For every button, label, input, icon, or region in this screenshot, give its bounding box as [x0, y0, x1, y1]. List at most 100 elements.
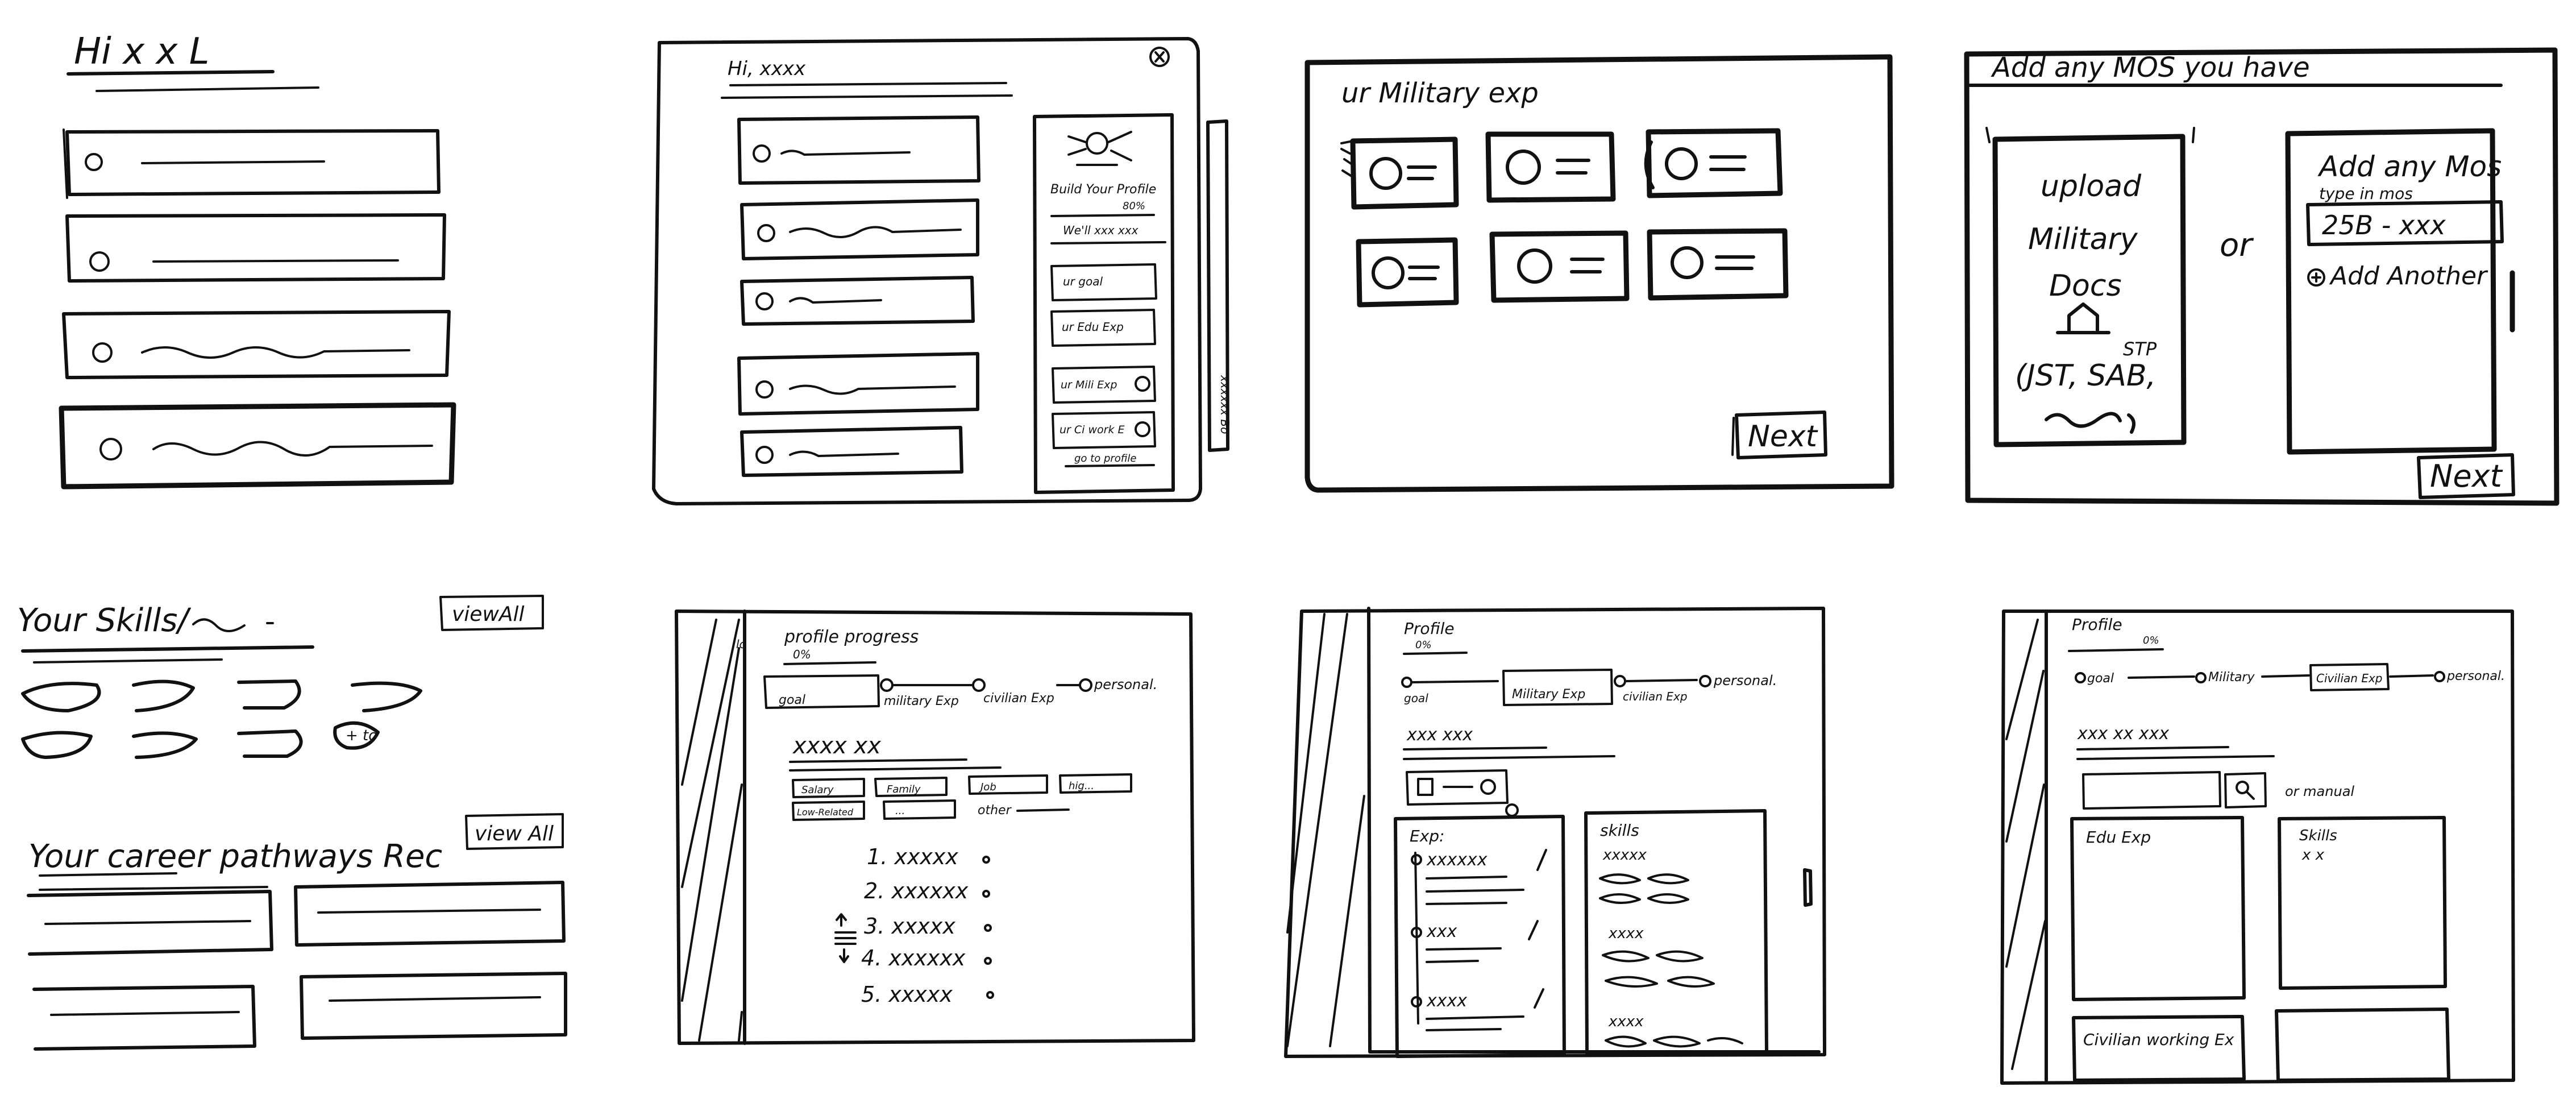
svg-text:goal: goal — [2087, 671, 2114, 686]
add-another-button[interactable]: Add Another — [2307, 262, 2488, 291]
svg-text:Military Exp: Military Exp — [1512, 687, 1585, 702]
scrollbar[interactable] — [1803, 868, 1813, 907]
pathway-card[interactable] — [32, 985, 256, 1051]
pathway-card[interactable] — [294, 881, 566, 947]
screen-title: ur Military exp — [1341, 77, 1539, 109]
svg-text:ur Edu Exp: ur Edu Exp — [1062, 320, 1124, 334]
stepper: goal Military Exp civilian Exp personal. — [1401, 669, 1777, 706]
ranked-list[interactable]: 1. xxxxx 2. xxxxxx 3. xxxxx 4. xxxxxx 5.… — [834, 844, 994, 1007]
svg-text:upload: upload — [2041, 169, 2142, 204]
next-button[interactable]: Next — [1731, 410, 1827, 459]
search-button[interactable] — [2224, 772, 2267, 808]
svg-text:ur goal: ur goal — [1063, 275, 1103, 288]
mos-chip[interactable] — [1406, 769, 1519, 817]
edu-exp-button[interactable]: ur Edu Exp — [1050, 309, 1156, 347]
profile-title: Profile — [2072, 615, 2122, 634]
mos-input[interactable]: 25B - xxx — [2306, 200, 2504, 246]
list-card[interactable] — [740, 198, 979, 260]
svg-text:Job: Job — [979, 781, 996, 793]
option-card[interactable] — [1485, 131, 1616, 203]
upload-icon — [2056, 302, 2110, 334]
svg-text:xxx: xxx — [1426, 922, 1457, 942]
pathway-card[interactable] — [300, 972, 567, 1040]
list-card[interactable] — [62, 310, 451, 379]
sketch-add-mos: Add any MOS you have upload Military Doc… — [1964, 47, 2560, 506]
list-card[interactable] — [740, 426, 963, 477]
view-all-button[interactable]: view All — [465, 813, 564, 850]
svg-text:ur Ci work E: ur Ci work E — [1060, 424, 1125, 436]
step-civilian-active[interactable] — [2309, 663, 2390, 691]
svg-text:+ to: + to — [346, 727, 377, 744]
filter-chips[interactable]: Salary Family Job hig... Low-Related ...… — [792, 773, 1132, 821]
skill-chips[interactable]: + to — [21, 679, 422, 759]
goal-button[interactable]: ur goal — [1050, 263, 1157, 301]
list-card[interactable] — [63, 128, 441, 199]
next-button[interactable]: Next — [2417, 453, 2515, 499]
svg-text:Add Another: Add Another — [2329, 262, 2488, 291]
svg-text:Add any Mos: Add any Mos — [2317, 150, 2502, 183]
section-title: xxx xx xxx — [2077, 724, 2169, 744]
screen-frame — [652, 37, 1202, 505]
or-manual-link[interactable]: or manual — [2285, 783, 2354, 799]
option-card[interactable] — [1647, 228, 1789, 301]
profile-subtitle: We'll xxx xxx — [1063, 223, 1139, 237]
list-card[interactable] — [737, 352, 979, 416]
circle-icon — [92, 342, 113, 363]
svg-text:personal.: personal. — [2446, 669, 2505, 683]
circle-icon — [89, 251, 110, 272]
option-card[interactable] — [1489, 230, 1630, 303]
svg-text:viewAll: viewAll — [452, 603, 525, 626]
civilian-exp-button[interactable]: ur Ci work E — [1052, 411, 1156, 449]
svg-text:xxxx: xxxx — [1426, 991, 1467, 1011]
view-all-button[interactable]: viewAll — [439, 595, 544, 631]
section-title: xxx xxx — [1406, 725, 1473, 745]
list-card[interactable] — [737, 115, 980, 185]
pathway-card[interactable] — [27, 890, 273, 956]
progress-bar — [1050, 214, 1155, 217]
skills-panel: skills xxxxx xxxx xxxx — [1584, 809, 1768, 1055]
stepper: goal military Exp civilian Exp personal. — [763, 674, 1157, 709]
close-icon[interactable] — [1149, 47, 1170, 67]
list-card[interactable] — [65, 213, 446, 283]
option-card[interactable] — [1340, 136, 1459, 210]
edit-icon[interactable] — [1534, 988, 1544, 1009]
svg-text:Civilian working Ex: Civilian working Ex — [2083, 1030, 2234, 1049]
list-card[interactable] — [59, 402, 456, 490]
underline — [67, 70, 275, 76]
svg-text:personal.: personal. — [1713, 673, 1777, 689]
side-drawer-tab[interactable]: xxxxxx Bo — [1206, 119, 1232, 452]
svg-text:xxxxxx: xxxxxx — [1426, 850, 1488, 870]
progress-percent: 0% — [1415, 639, 1432, 651]
progress-percent: 0% — [793, 648, 811, 661]
or-text: or — [2220, 227, 2254, 264]
military-exp-button[interactable]: ur Mili Exp — [1052, 366, 1156, 404]
svg-text:...: ... — [895, 805, 905, 817]
svg-text:STP: STP — [2123, 338, 2157, 360]
svg-text:Edu Exp: Edu Exp — [2086, 828, 2151, 847]
sketch-skills-career: Your Skills/ viewAll + to Your career pa… — [17, 595, 567, 1051]
skills-panel: Skills x x — [2278, 816, 2447, 990]
empty-panel — [2275, 1007, 2450, 1082]
search-input[interactable] — [2082, 771, 2221, 810]
svg-text:Low-Related: Low-Related — [797, 807, 854, 818]
svg-text:civilian Exp: civilian Exp — [1623, 690, 1688, 703]
step-military-active[interactable] — [1502, 669, 1613, 706]
step-goal[interactable] — [763, 674, 880, 709]
progress-bar — [783, 661, 876, 665]
sketch-profile-goal: lc profile progress 0% goal military Exp… — [675, 609, 1195, 1045]
list-card[interactable] — [740, 276, 975, 326]
upload-docs-panel[interactable]: upload Military Docs STP (JST, SAB, — [1985, 127, 2195, 447]
chevron-down-icon — [1135, 421, 1150, 437]
profile-builder-panel: Build Your Profile 80% We'll xxx xxx ur … — [1033, 113, 1175, 494]
go-to-profile-link[interactable]: go to profile — [1074, 453, 1137, 465]
edit-icon[interactable] — [1528, 920, 1539, 940]
svg-text:25B - xxx: 25B - xxx — [2322, 210, 2446, 240]
svg-text:Family: Family — [887, 783, 921, 795]
progress-title: profile progress — [784, 627, 919, 647]
option-card[interactable] — [1356, 237, 1459, 308]
svg-text:1. xxxxx: 1. xxxxx — [867, 844, 958, 869]
edit-icon[interactable] — [1536, 849, 1547, 871]
svg-text:view All: view All — [475, 822, 554, 845]
drag-handle-icon[interactable] — [834, 913, 857, 963]
option-card[interactable] — [1644, 128, 1783, 198]
